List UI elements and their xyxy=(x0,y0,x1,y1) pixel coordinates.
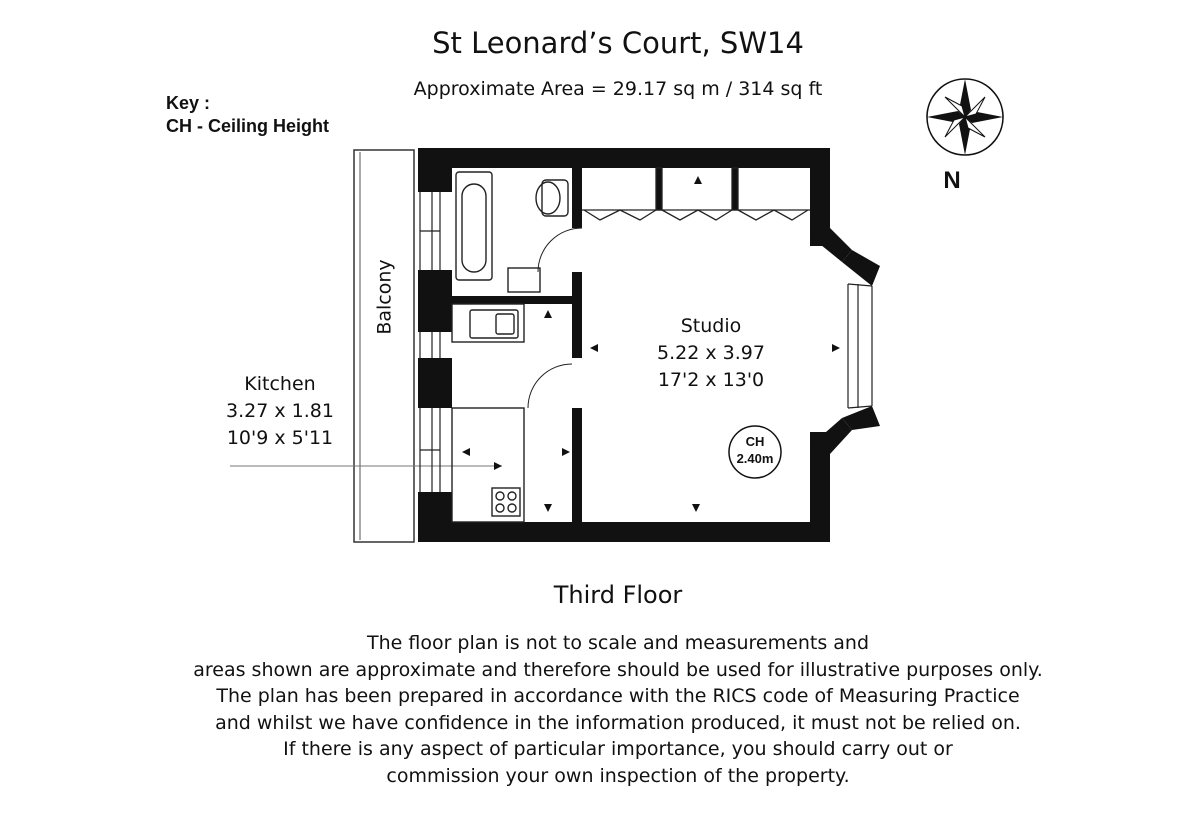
key-legend: Key : CH - Ceiling Height xyxy=(166,92,329,138)
ceiling-height-label: CH xyxy=(746,434,765,449)
studio-name: Studio xyxy=(681,315,742,337)
disclaimer: The floor plan is not to scale and measu… xyxy=(0,630,1200,789)
kitchen-fixtures xyxy=(451,303,573,523)
kitchen-imperial: 10'9 x 5'11 xyxy=(227,427,333,449)
key-heading: Key : xyxy=(166,93,211,113)
floor-label: Third Floor xyxy=(553,581,683,609)
bathroom-fixtures xyxy=(455,171,583,293)
outer-walls xyxy=(418,148,880,542)
disclaimer-line: The plan has been prepared in accordance… xyxy=(216,685,1020,707)
bay-window xyxy=(847,283,873,409)
wardrobe xyxy=(582,167,810,221)
ceiling-height-badge xyxy=(728,425,782,479)
left-windows xyxy=(419,192,441,492)
ceiling-height-value: 2.40m xyxy=(737,451,774,466)
disclaimer-line: If there is any aspect of particular imp… xyxy=(283,738,953,760)
disclaimer-line: commission your own inspection of the pr… xyxy=(386,764,850,787)
approximate-area: Approximate Area = 29.17 sq m / 314 sq f… xyxy=(413,78,823,100)
disclaimer-line: and whilst we have confidence in the inf… xyxy=(215,711,1021,734)
wash-basin xyxy=(507,267,541,293)
balcony-area xyxy=(353,149,415,543)
compass-icon xyxy=(926,78,1004,156)
disclaimer-line: areas shown are approximate and therefor… xyxy=(193,658,1043,681)
key-item: CH - Ceiling Height xyxy=(166,116,329,136)
studio-metric: 5.22 x 3.97 xyxy=(657,342,765,364)
dimension-markers xyxy=(462,176,840,512)
toilet xyxy=(541,179,569,217)
bathtub xyxy=(455,171,493,281)
kitchen-metric: 3.27 x 1.81 xyxy=(226,400,334,422)
studio-imperial: 17'2 x 13'0 xyxy=(658,369,764,391)
balcony-label: Balcony xyxy=(374,259,396,334)
disclaimer-line: The floor plan is not to scale and measu… xyxy=(366,632,869,654)
kitchen-sink xyxy=(469,309,519,339)
hob xyxy=(491,487,521,517)
compass-north-label: N xyxy=(943,167,960,194)
plan-title: St Leonard’s Court, SW14 xyxy=(432,26,804,60)
interior-walls xyxy=(452,168,582,522)
kitchen-name: Kitchen xyxy=(244,373,315,395)
